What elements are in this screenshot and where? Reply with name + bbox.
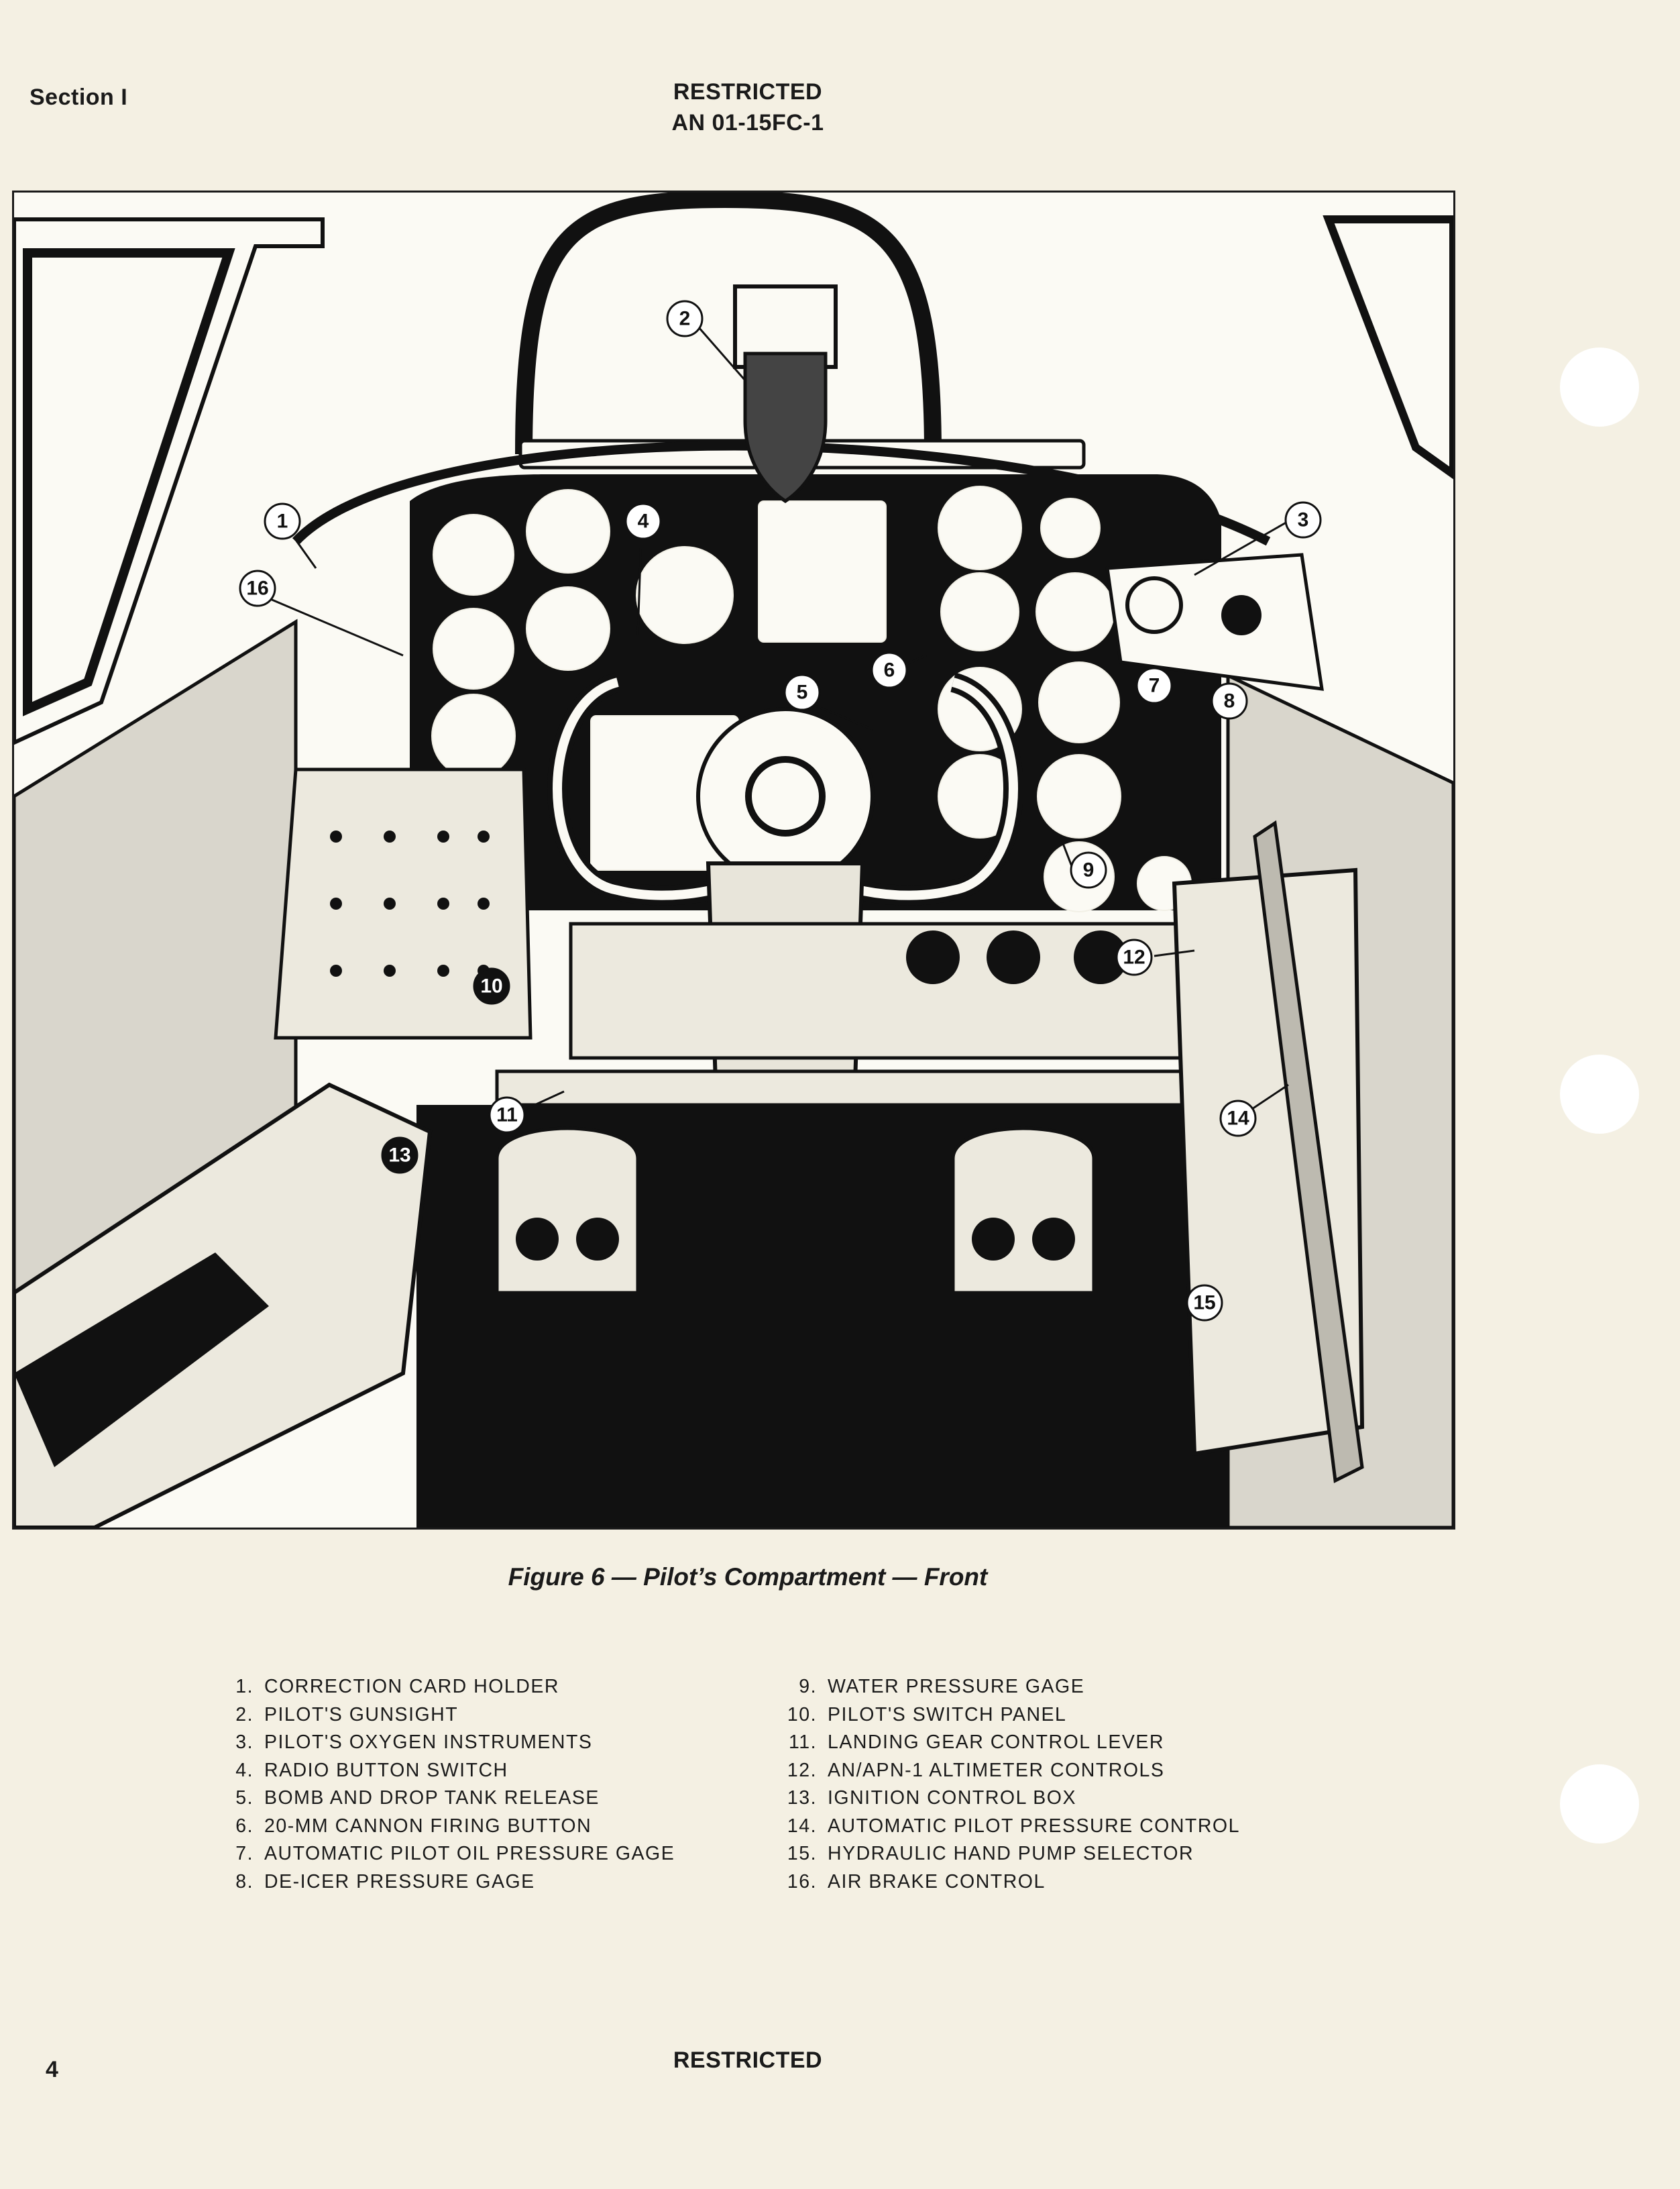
legend-item: 13.IGNITION CONTROL BOX [787, 1787, 1076, 1809]
classification-header: RESTRICTED [673, 79, 823, 105]
classification-footer: RESTRICTED [673, 2047, 823, 2073]
legend-item: 10.PILOT'S SWITCH PANEL [787, 1703, 1067, 1725]
svg-text:1: 1 [277, 511, 288, 533]
cockpit-drawing: 1 2 3 4 5 6 7 8 9 10 11 12 13 14 15 16 [14, 193, 1453, 1528]
legend-item: 11.LANDING GEAR CONTROL LEVER [788, 1731, 1164, 1753]
callout-4: 4 [624, 502, 662, 540]
svg-text:15: 15 [1193, 1292, 1215, 1314]
svg-text:3: 3 [1298, 509, 1309, 531]
svg-text:7: 7 [1149, 675, 1160, 697]
svg-text:16: 16 [246, 578, 268, 600]
legend-item: 4.RADIO BUTTON SWITCH [235, 1759, 508, 1781]
page-number: 4 [46, 2057, 58, 2082]
callout-10: 10 [473, 967, 510, 1005]
svg-text:9: 9 [1083, 859, 1095, 882]
callout-3: 3 [1284, 501, 1322, 539]
svg-text:6: 6 [884, 659, 895, 682]
legend-item: 8.DE-ICER PRESSURE GAGE [235, 1870, 535, 1892]
gunsight-body [743, 352, 828, 504]
callout-12: 12 [1115, 939, 1153, 976]
rudder-pedals [495, 1126, 1096, 1295]
legend-item: 5.BOMB AND DROP TANK RELEASE [235, 1787, 600, 1809]
svg-text:10: 10 [480, 975, 502, 998]
callout-11: 11 [488, 1096, 526, 1134]
legend-right-column: 9.WATER PRESSURE GAGE 10.PILOT'S SWITCH … [774, 1676, 1240, 1899]
legend-item: 6.20-MM CANNON FIRING BUTTON [235, 1815, 592, 1837]
legend-item: 1.CORRECTION CARD HOLDER [235, 1676, 559, 1697]
callout-6: 6 [871, 651, 908, 689]
callout-7: 7 [1135, 667, 1173, 704]
callout-1: 1 [264, 502, 301, 540]
callout-8: 8 [1211, 682, 1248, 720]
console-knobs [906, 930, 1127, 984]
legend-item: 9.WATER PRESSURE GAGE [799, 1676, 1085, 1697]
legend-item: 12.AN/APN-1 ALTIMETER CONTROLS [787, 1759, 1165, 1781]
callout-13: 13 [381, 1136, 418, 1174]
legend-item: 16.AIR BRAKE CONTROL [787, 1870, 1046, 1892]
legend-item: 2.PILOT'S GUNSIGHT [235, 1703, 459, 1725]
svg-text:4: 4 [638, 511, 649, 533]
cockpit-illustration: 1 2 3 4 5 6 7 8 9 10 11 12 13 14 15 16 [12, 191, 1455, 1530]
svg-text:5: 5 [797, 682, 808, 704]
svg-text:14: 14 [1227, 1108, 1249, 1130]
callout-2: 2 [666, 300, 704, 337]
legend-left-column: 1.CORRECTION CARD HOLDER 2.PILOT'S GUNSI… [213, 1676, 675, 1899]
callout-5: 5 [783, 674, 821, 711]
svg-text:12: 12 [1123, 947, 1145, 969]
callout-16: 16 [239, 570, 276, 607]
section-label: Section I [30, 85, 128, 110]
callout-15: 15 [1186, 1284, 1223, 1322]
right-window [1323, 215, 1453, 480]
binder-hole [1560, 1764, 1639, 1844]
binder-hole [1560, 348, 1639, 427]
legend-item: 7.AUTOMATIC PILOT OIL PRESSURE GAGE [235, 1843, 675, 1864]
svg-text:13: 13 [388, 1144, 410, 1167]
svg-text:2: 2 [679, 308, 691, 330]
callout-14: 14 [1219, 1100, 1257, 1137]
left-window-glass [23, 248, 235, 716]
svg-text:8: 8 [1224, 690, 1235, 712]
legend-item: 15.HYDRAULIC HAND PUMP SELECTOR [787, 1843, 1194, 1864]
canopy-bow [515, 193, 942, 455]
hand-pump-lever [1253, 820, 1364, 1483]
instrument-gauges [431, 486, 1192, 912]
legend-item: 14.AUTOMATIC PILOT PRESSURE CONTROL [787, 1815, 1240, 1837]
callout-9: 9 [1070, 851, 1107, 889]
binder-hole [1560, 1055, 1639, 1134]
figure-caption: Figure 6 — Pilot’s Compartment — Front [508, 1563, 988, 1591]
legend-item: 3.PILOT'S OXYGEN INSTRUMENTS [235, 1731, 593, 1753]
svg-text:11: 11 [496, 1104, 518, 1126]
document-number: AN 01-15FC-1 [671, 110, 824, 136]
